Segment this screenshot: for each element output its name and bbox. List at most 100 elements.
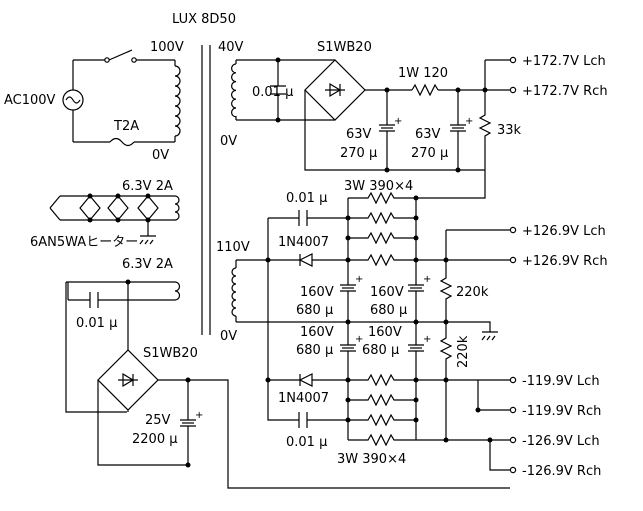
output-label: -119.9V Lch [522,374,600,389]
mv-bottom-resistor-label: 3W 390×4 [337,452,406,467]
mv-cap-b [408,260,424,322]
fuse-symbol [109,137,135,147]
mv-bleeder-top-label: 220k [456,285,489,300]
mv-top-resistor-1 [348,191,416,205]
aux-rating-label: 6.3V 2A [122,257,173,272]
hv-bridge-rectifier [304,59,366,121]
output-label: -126.9V Rch [522,464,601,479]
hv-resistor-120 [411,83,439,97]
hv-cap-c1-label: 0.01 μ [252,85,293,100]
mv-bleeder-bottom-label: 220k [456,335,471,368]
svg-text:+: + [465,116,473,127]
mv-cap-bottom [267,380,348,428]
mv-cap-d-size: 680 μ [362,343,399,358]
output-terminal [509,226,517,234]
mv-top-resistor-2 [348,211,416,225]
sec110-tap-high: 110V [216,240,250,255]
svg-text:+: + [423,334,431,345]
mv-section: + + + + [231,170,510,471]
mv-diode-bottom-label: 1N4007 [278,391,329,406]
mv-cap-d [408,322,424,380]
mv-top-resistor-label: 3W 390×4 [344,179,413,194]
heater-rating-label: 6.3V 2A [122,179,173,194]
mv-cap-a-size: 680 μ [296,303,333,318]
hv-section: + + [231,57,510,173]
mv-cap-d-voltage: 160V [368,325,402,340]
mv-cap-b-voltage: 160V [370,285,404,300]
aux-filter-cap [180,380,196,465]
mv-cap-a-voltage: 160V [300,285,334,300]
aux-filter-cap-size: 2200 μ [132,432,178,447]
mv-top-resistor-3 [348,231,416,245]
output-terminal [509,256,517,264]
fuse-label: T2A [113,119,139,134]
mv-cap-top [267,210,348,380]
aux-bridge-label: S1WB20 [143,346,198,361]
hv-cap-c1 [270,60,286,120]
heater-circuit [49,193,180,245]
mv-bottom-resistor-2 [348,393,416,407]
mv-bottom-resistor-3 [348,413,416,427]
output-label: +126.9V Rch [522,254,608,269]
mv-bleeder-bottom [439,322,453,380]
aux-rectifier: + [65,279,510,489]
mv-bottom-resistor-4 [348,433,416,447]
mv-cap-top-label: 0.01 μ [286,191,327,206]
svg-text:+: + [394,116,402,127]
mv-diode-top [298,253,348,267]
output-label: +172.7V Lch [522,54,606,69]
output-label: -126.9V Lch [522,434,600,449]
hv-bleeder-33k [478,90,492,170]
primary-circuit [62,49,181,147]
primary-tap-low: 0V [152,148,169,163]
ac-source-label: AC100V [4,93,56,108]
output-terminals: +172.7V Lch +172.7V Rch +126.9V Lch +126.9V… [509,54,608,479]
svg-text:+: + [195,410,203,421]
heater-tube-label: 6AN5WAヒーター [30,235,138,250]
output-terminal [509,466,517,474]
aux-filter-cap-voltage: 25V [145,413,171,428]
power-switch [108,49,133,61]
hv-c2-voltage: 63V [346,127,372,142]
hv-c3-voltage: 63V [415,127,441,142]
hv-bridge-label: S1WB20 [317,40,372,55]
hv-cap-c3 [450,90,466,170]
aux-cap-label: 0.01 μ [76,316,117,331]
mv-cap-a [340,260,356,322]
hv-cap-c2 [379,90,395,170]
sec110-tap-low: 0V [220,329,237,344]
mv-cap-c [340,322,356,380]
output-terminal [509,406,517,414]
mv-bleeder-top [439,260,453,322]
transformer-core [201,45,211,335]
output-terminal [509,376,517,384]
mv-bottom-resistor-1 [348,373,416,387]
aux-cap [68,292,175,308]
mv-cap-b-size: 680 μ [370,303,407,318]
hv-c3-capacitance: 270 μ [411,146,448,161]
hv-resistor-label: 1W 120 [398,66,448,81]
svg-text:+: + [423,274,431,285]
sec40-tap-low: 0V [220,134,237,149]
output-terminal [509,56,517,64]
mv-cap-bottom-label: 0.01 μ [286,435,327,450]
sec40-tap-high: 40V [218,40,244,55]
primary-tap-high: 100V [150,40,184,55]
hv-c2-capacitance: 270 μ [340,146,377,161]
mv-cap-c-size: 680 μ [296,343,333,358]
mv-top-resistor-4 [348,253,416,267]
mv-diode-bottom [268,373,348,387]
output-label: +172.7V Rch [522,84,608,99]
output-terminal [509,436,517,444]
svg-text:+: + [355,274,363,285]
output-label: -119.9V Rch [522,404,601,419]
hv-bleeder-label: 33k [497,123,522,138]
transformer-model-label: LUX 8D50 [172,12,236,27]
output-label: +126.9V Lch [522,224,606,239]
svg-text:+: + [355,334,363,345]
output-terminal [509,86,517,94]
heater-ground-symbol [139,220,156,245]
mv-diode-top-label: 1N4007 [278,235,329,250]
mv-cap-c-voltage: 160V [300,325,334,340]
